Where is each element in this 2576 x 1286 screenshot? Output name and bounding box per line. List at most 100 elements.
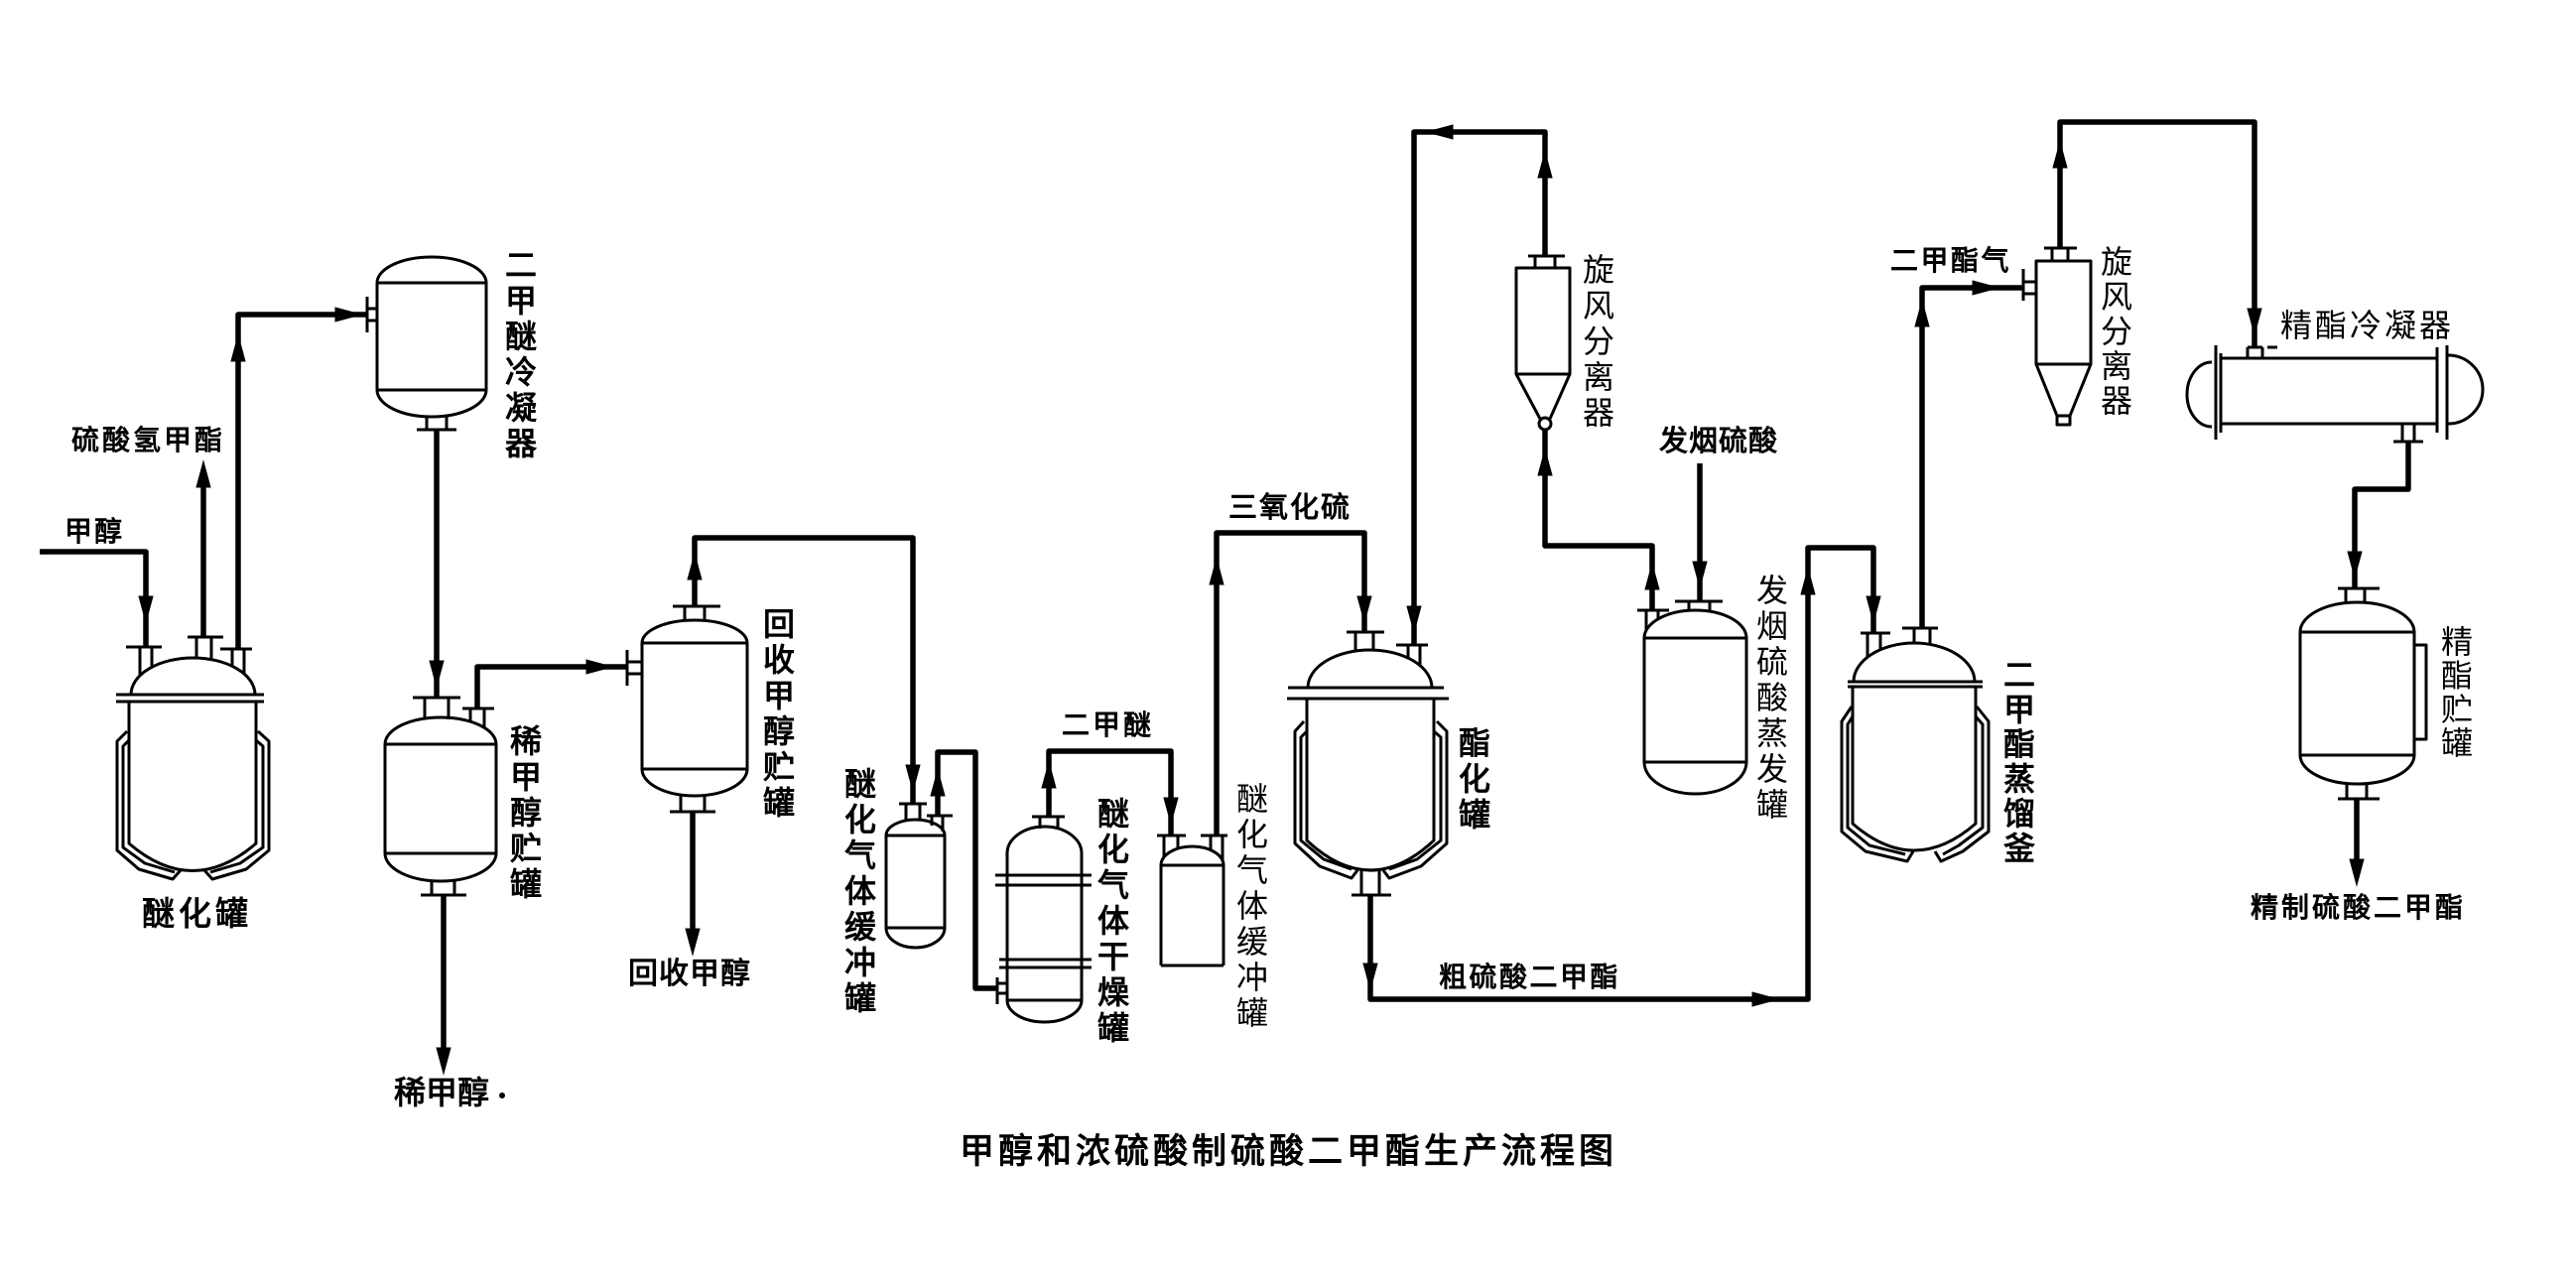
vessel-bottom-head: [884, 927, 947, 950]
vessel-flange: [1848, 680, 1983, 689]
level-gauge: [2414, 643, 2428, 741]
dilute-methanol-tank: [383, 696, 498, 897]
cyclone-cone: [1514, 373, 1572, 420]
channel-head-right: [2447, 353, 2485, 426]
flow-arrow-up: [1537, 150, 1553, 179]
vessel-body: [1005, 853, 1084, 1002]
flow-arrow-up: [687, 552, 703, 580]
ether-gas-buffer-tank-2: [1157, 834, 1227, 967]
flow-arrow-up: [930, 768, 946, 797]
nozzle-so3-inlet: [1347, 630, 1384, 651]
pipe-recovery-to-buffer-1: [692, 535, 916, 804]
dme-condenser: [365, 255, 488, 432]
vessel-body: [375, 281, 488, 392]
jacket-outer-right: [1381, 719, 1449, 880]
flow-arrow-up: [195, 459, 211, 488]
flow-arrow-up: [1914, 299, 1930, 327]
vessel-body: [1851, 687, 1978, 852]
cyclone-outlet: [1537, 416, 1553, 432]
label-recovered-methanol: 回收甲醇: [628, 957, 751, 991]
nozzle-gas-outlet: [220, 647, 252, 674]
vessel-body: [884, 834, 947, 930]
flow-arrow-down: [436, 1047, 451, 1076]
nozzle-top: [2044, 246, 2077, 261]
pipe-still-to-cyclone-2: [1919, 285, 2023, 628]
flange-ring-upper: [995, 873, 1092, 887]
flow-arrow-up: [2052, 140, 2068, 169]
nozzle-top: [2338, 586, 2380, 603]
vessel-bottom-head: [640, 768, 749, 798]
oleum-evaporator: [1637, 599, 1748, 796]
ether-reactor: [115, 635, 271, 881]
print-speck: [499, 1093, 505, 1098]
label-ether-reactor: 醚化罐: [142, 894, 252, 933]
nozzle-vapor-outlet: [1902, 626, 1938, 644]
nozzle-bottom: [670, 795, 715, 814]
jacket-inner-left: [1299, 729, 1352, 871]
vessel-top-head: [1159, 844, 1225, 866]
label-oleum-evaporator: 发烟硫酸蒸发罐: [1751, 574, 1789, 824]
flow-arrow-right: [1751, 991, 1780, 1007]
flow-arrow-up: [1800, 567, 1816, 595]
vessel-body: [640, 641, 749, 771]
label-crude-dms: 粗硫酸二甲酯: [1439, 961, 1621, 993]
label-dimethyl-ether: 二甲醚: [1062, 708, 1155, 741]
jacket-outer-left: [1840, 706, 1915, 863]
vessel-top-head: [884, 818, 947, 836]
jacket-outer-right: [202, 729, 271, 881]
nozzle-top: [1528, 254, 1565, 268]
vessel-bottom-head: [1005, 999, 1084, 1024]
label-esterification-reactor: 酯化罐: [1454, 726, 1491, 834]
pipe-cyclone-1-recycle: [1411, 129, 1548, 645]
label-dilute-methanol-tank: 稀甲醇贮罐: [505, 724, 543, 903]
cyclone-cone: [2034, 363, 2093, 417]
label-ether-gas-buffer-tank-2: 醚化气体缓冲罐: [1231, 782, 1269, 1032]
pipe-methanol-feed: [40, 549, 149, 647]
flow-arrow-down: [138, 595, 154, 624]
flow-arrow-up: [1041, 760, 1057, 789]
jacket-outer-right: [1933, 706, 1991, 863]
label-dms-vapor: 二甲酯气: [1890, 244, 2012, 277]
jacket-inner-right: [1942, 715, 1985, 856]
condenser-shell: [2220, 356, 2437, 426]
label-refined-dms: 精制硫酸二甲酯: [2251, 891, 2467, 924]
flow-arrow-down: [2347, 551, 2363, 579]
flange-ring-lower: [999, 958, 1092, 969]
nozzle-side-inlet: [2021, 269, 2036, 301]
nozzle-side-inlet: [625, 650, 642, 686]
vessel-body: [383, 742, 498, 855]
esterification-reactor: [1287, 630, 1449, 897]
pipe-dilute-to-recovery-tank: [474, 664, 627, 708]
flow-arrow-up: [1537, 448, 1553, 476]
label-oleum: 发烟硫酸: [1659, 424, 1779, 457]
jacket-inner-left: [1846, 715, 1906, 856]
tube-sheet-left: [2214, 345, 2223, 440]
vessel-body: [1642, 636, 1748, 764]
pipe-condenser-to-product-tank: [2352, 442, 2411, 588]
label-methanol: 甲醇: [64, 515, 125, 548]
vessel-bottom-head: [1642, 761, 1748, 796]
flow-arrows: [138, 124, 2365, 1076]
nozzle-vapor-outlet: [1637, 608, 1669, 630]
vessel-bottom-head: [383, 852, 498, 883]
label-refined-ester-condenser: 精酯冷凝器: [2280, 307, 2455, 344]
vessel-top-head: [375, 255, 488, 284]
vessel-flange: [116, 693, 264, 704]
flow-arrow-right: [1972, 280, 2000, 296]
diagram-title: 甲醇和浓硫酸制硫酸二甲酯生产流程图: [960, 1132, 1618, 1172]
refined-ester-condenser: [2185, 345, 2485, 444]
label-cyclone-separator-1: 旋风分离器: [1578, 253, 1615, 432]
flow-arrow-down: [905, 764, 921, 793]
cyclone-outlet: [2055, 414, 2072, 427]
label-methyl-hydrogen-sulfate: 硫酸氢甲酯: [71, 424, 226, 456]
flow-arrow-down: [1163, 797, 1179, 826]
label-dme-condenser: 二甲醚冷凝器: [500, 248, 538, 462]
jacket-outer-left: [1293, 719, 1359, 880]
cyclone-body: [2034, 259, 2093, 366]
flow-arrow-down: [1362, 963, 1378, 991]
cyclone-body: [1514, 266, 1572, 376]
vessel-body: [2298, 630, 2416, 757]
recovered-methanol-tank: [625, 604, 749, 814]
flow-arrow-up: [1209, 557, 1224, 585]
